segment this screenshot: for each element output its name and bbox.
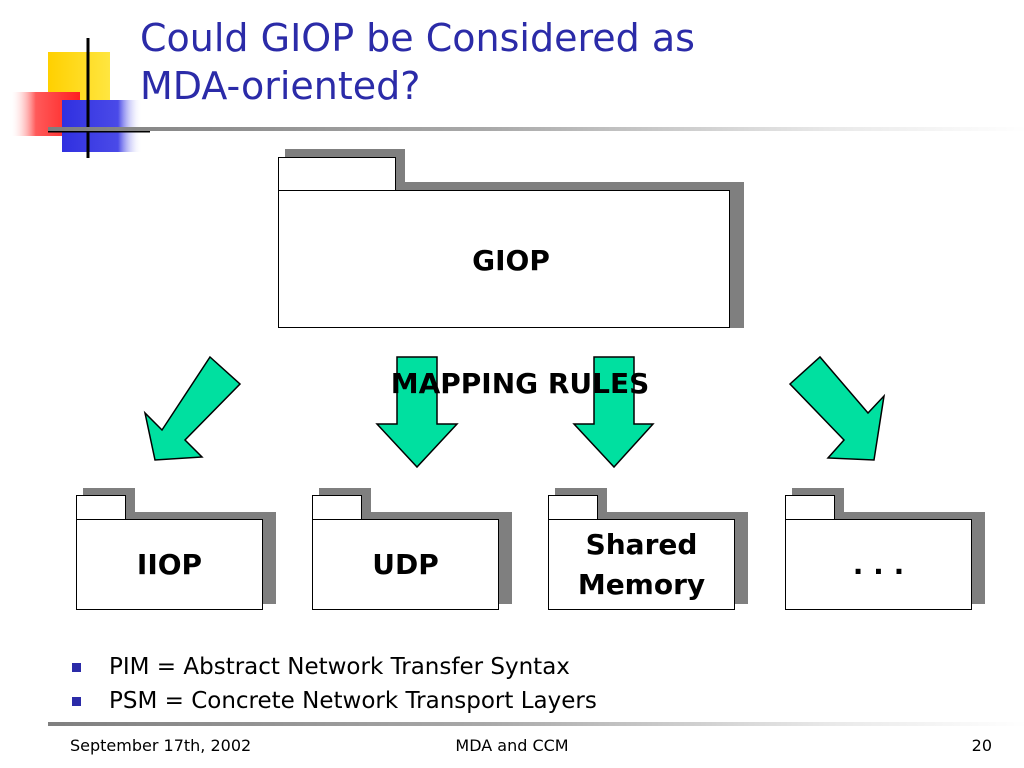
title-divider xyxy=(48,127,1024,131)
arrow-to-udp-icon xyxy=(375,356,459,469)
package-shared-memory-label: Shared Memory xyxy=(548,525,735,605)
mapping-rules-label: MAPPING RULES xyxy=(390,367,650,400)
package-more: . . . xyxy=(785,488,985,612)
footer-title: MDA and CCM xyxy=(455,736,569,755)
package-shared-memory: Shared Memory xyxy=(548,488,748,612)
colored-squares-logo-icon xyxy=(12,38,150,158)
bullet-text-pim: PIM = Abstract Network Transfer Syntax xyxy=(109,654,570,680)
package-iiop-label: IIOP xyxy=(136,548,203,581)
package-more-label: . . . xyxy=(852,548,905,581)
footer-page-number: 20 xyxy=(971,736,992,755)
package-giop-label: GIOP xyxy=(472,244,550,277)
package-udp-label: UDP xyxy=(372,548,439,581)
slide-title: Could GIOP be Considered as MDA-oriented… xyxy=(140,14,1000,110)
arrow-to-iiop-icon xyxy=(143,355,242,461)
square-bullet-icon xyxy=(72,696,81,706)
bullet-text-psm: PSM = Concrete Network Transport Layers xyxy=(109,688,597,714)
package-udp: UDP xyxy=(312,488,512,612)
arrow-to-shared-memory-icon xyxy=(572,356,655,469)
package-shared-memory-label-line-1: Shared xyxy=(585,528,698,561)
bullet-item-pim: PIM = Abstract Network Transfer Syntax xyxy=(72,650,570,684)
package-giop: GIOP xyxy=(278,149,744,335)
slide-title-line-2: MDA-oriented? xyxy=(140,64,421,108)
footer-date: September 17th, 2002 xyxy=(70,736,252,755)
footer-divider xyxy=(48,722,1024,726)
arrow-to-more-icon xyxy=(788,355,886,461)
package-shared-memory-label-line-2: Memory xyxy=(577,568,706,601)
package-iiop: IIOP xyxy=(76,488,276,612)
bullet-item-psm: PSM = Concrete Network Transport Layers xyxy=(72,684,597,718)
slide-title-line-1: Could GIOP be Considered as xyxy=(140,16,695,60)
square-bullet-icon xyxy=(72,662,81,672)
